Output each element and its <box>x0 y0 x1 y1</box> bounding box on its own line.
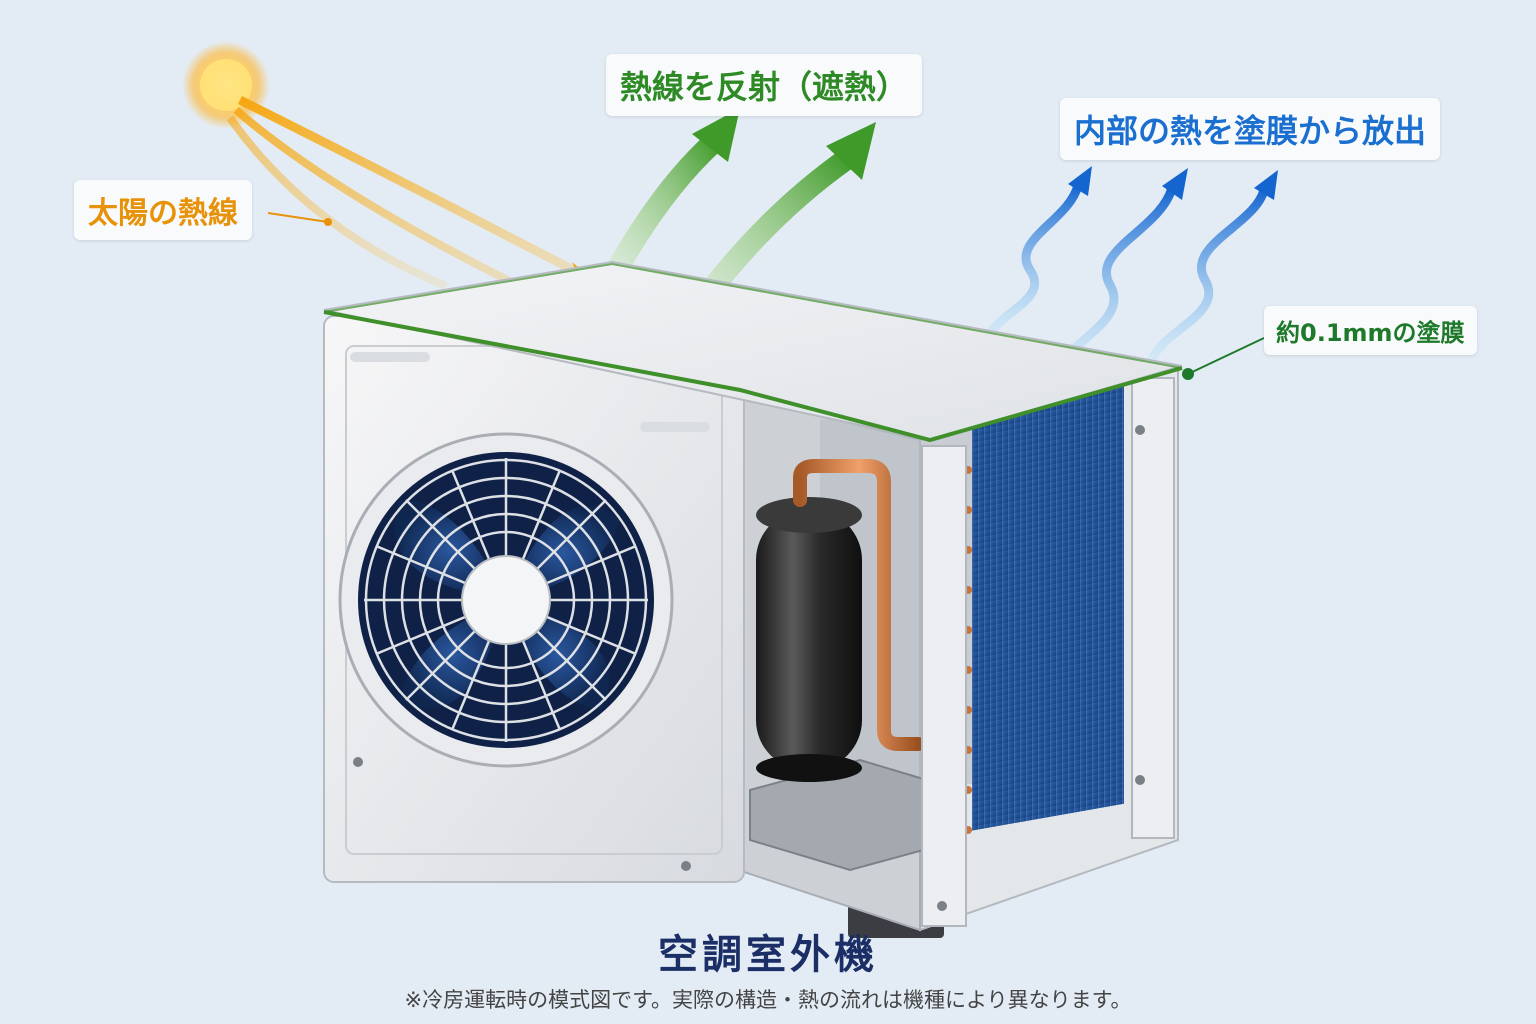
reflect-arrow-1-head <box>692 108 740 162</box>
diagram-title: 空調室外機 <box>658 932 878 978</box>
emit-arrow-3-head <box>1254 170 1278 200</box>
reflect-arrow-1 <box>600 131 724 288</box>
copper-pipe <box>793 459 925 751</box>
frame-post-left <box>921 445 967 927</box>
diagram-note: ※冷房運転時の模式図です。実際の構造・熱の流れは機種により異なります。 <box>404 988 1132 1012</box>
sun-rays <box>226 95 606 308</box>
sun-ray-1 <box>237 95 599 286</box>
sun-icon <box>182 41 270 129</box>
emit-label: 内部の熱を塗膜から放出 <box>1060 98 1441 160</box>
emit-arrows <box>981 166 1278 375</box>
reflect-label: 熱線を反射（遮熱） <box>606 54 923 116</box>
panel-screws <box>353 425 1145 911</box>
coating-line-back <box>323 262 1183 369</box>
emit-arrow-2-head <box>1162 168 1188 200</box>
frame-post-right <box>1131 377 1175 839</box>
coating-line <box>323 310 1183 443</box>
sun-ray-3 <box>226 115 448 290</box>
unit-top <box>323 260 1183 442</box>
panel-vent-slot-right <box>640 422 710 432</box>
outdoor-unit <box>323 260 1183 938</box>
reflect-arrow-2-head <box>826 122 876 180</box>
sun-ray-2 <box>233 106 558 308</box>
coating-label-leader <box>1182 337 1265 380</box>
compressor <box>756 497 862 782</box>
fan <box>338 432 674 768</box>
emit-arrow-2 <box>1051 186 1177 375</box>
heat-exchanger-coil <box>972 383 1124 831</box>
coating-label: 約0.1mmの塗膜 <box>1264 306 1477 355</box>
emit-arrow-1 <box>981 183 1083 343</box>
emit-arrow-1-head <box>1068 166 1092 196</box>
sun-heat-label: 太陽の熱線 <box>74 180 252 240</box>
sun-label-leader <box>267 212 332 226</box>
fan-hub <box>461 555 551 645</box>
panel-vent-slot-left <box>350 352 430 362</box>
emit-arrow-3 <box>1145 188 1269 366</box>
